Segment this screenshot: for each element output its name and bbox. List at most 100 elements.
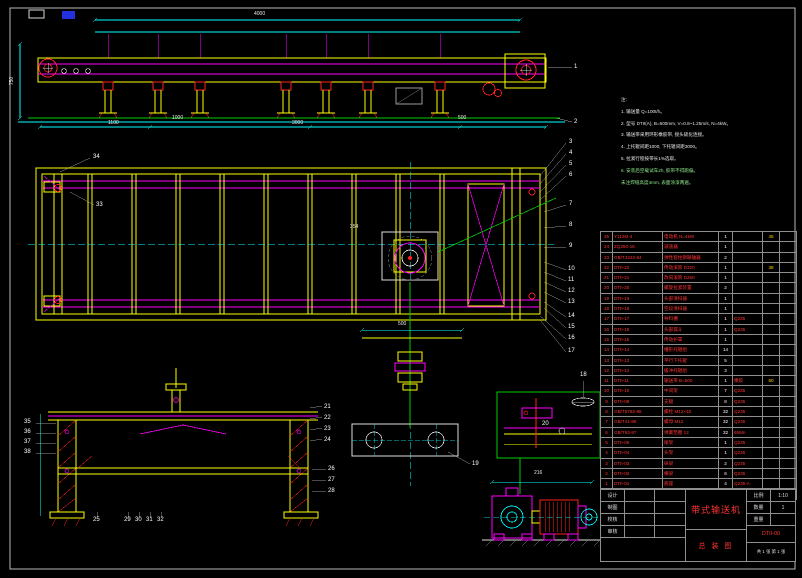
parts-list-cell: 1 xyxy=(718,436,733,449)
parts-list-cell xyxy=(762,292,780,305)
title-block-cell xyxy=(601,538,686,562)
parts-list-cell: Q235-A xyxy=(732,478,763,490)
parts-list-cell: GB/T93-87 xyxy=(612,426,663,438)
parts-list-cell: 1 xyxy=(718,313,733,325)
parts-list-cell: 7 xyxy=(600,416,613,428)
qty-label: 数量 xyxy=(747,502,771,514)
parts-list-cell: DTII-20 xyxy=(612,282,663,294)
parts-list-cell xyxy=(762,354,780,366)
parts-list-cell xyxy=(732,364,763,377)
parts-list-cell xyxy=(779,251,797,263)
parts-list-cell xyxy=(779,303,797,315)
parts-list-cell: DTII-11 xyxy=(612,375,663,387)
parts-list-cell: 纵梁 xyxy=(662,457,719,469)
parts-list-cell: ZQ250-16 xyxy=(612,241,663,253)
parts-list-cell: DTII-22 xyxy=(612,261,663,274)
parts-list-cell: 25 xyxy=(600,230,613,243)
parts-list-cell: Q235 xyxy=(732,467,763,480)
parts-list-cell xyxy=(732,303,763,315)
parts-list-cell: 3 xyxy=(718,364,733,377)
parts-list-cell: Q235 xyxy=(732,323,763,335)
parts-list-cell: 中间架 xyxy=(662,385,719,397)
parts-list-cell: 弹性套柱销联轴器 xyxy=(662,251,719,263)
note-line: 注: xyxy=(621,97,627,102)
parts-list-cell: Y112M-4 xyxy=(612,230,663,243)
parts-list-cell: 槽形托辊组 xyxy=(662,344,719,356)
parts-list-cell xyxy=(732,241,763,253)
parts-list-cell xyxy=(779,375,797,387)
parts-list-cell xyxy=(762,364,780,377)
parts-list-cell: Q235 xyxy=(732,406,763,418)
parts-list-cell: 螺母 M12 xyxy=(662,416,719,428)
parts-list-cell: 8 xyxy=(600,406,613,418)
parts-list-cell xyxy=(779,230,797,243)
parts-list-cell xyxy=(779,478,797,490)
parts-list-cell: 1 xyxy=(718,241,733,253)
parts-list-cell: GB/T4323-84 xyxy=(612,251,663,263)
parts-list-cell xyxy=(732,261,763,274)
parts-list-cell: 1 xyxy=(718,323,733,335)
parts-list-cell: Q235 xyxy=(732,313,763,325)
parts-list-cell: 2 xyxy=(600,467,613,480)
parts-list-cell xyxy=(779,457,797,469)
parts-list-cell: 1 xyxy=(718,333,733,346)
parts-list-cell: 15 xyxy=(600,333,613,346)
parts-list-cell xyxy=(779,406,797,418)
parts-list-cell: DTII-17 xyxy=(612,313,663,325)
parts-list-cell: 平行下托辊 xyxy=(662,354,719,366)
parts-list-cell: DTII-09 xyxy=(612,395,663,408)
parts-list-cell xyxy=(779,272,797,284)
parts-list-cell: 17 xyxy=(600,313,613,325)
parts-list-cell: 支腿 xyxy=(662,395,719,408)
parts-list-cell: DTII-03 xyxy=(612,457,663,469)
parts-list-cell: 24 xyxy=(600,241,613,253)
parts-list-cell xyxy=(779,364,797,377)
parts-list-cell xyxy=(779,241,797,253)
parts-list-cell: 8 xyxy=(718,395,733,408)
parts-list-cell xyxy=(732,251,763,263)
parts-list-cell xyxy=(762,478,780,490)
parts-list-cell xyxy=(732,230,763,243)
parts-list-cell: DTII-21 xyxy=(612,272,663,284)
parts-list-cell: 14 xyxy=(600,344,613,356)
parts-list-cell: 22 xyxy=(600,261,613,274)
parts-list-cell: 12 xyxy=(600,364,613,377)
parts-list-cell: 电动机 N=4kW xyxy=(662,230,719,243)
parts-list-cell: Q235 xyxy=(732,416,763,428)
parts-list-cell xyxy=(762,303,780,315)
title-block-cell xyxy=(625,526,655,538)
parts-list-cell xyxy=(779,426,797,438)
title-block: 设计 制图 校核 审核 带式输送机 总 装 图 比例 1:10 数量 1 重量 … xyxy=(600,489,796,562)
parts-list-cell xyxy=(732,282,763,294)
parts-list-cell xyxy=(779,344,797,356)
scale-label: 比例 xyxy=(747,490,771,502)
parts-list-cell xyxy=(762,251,780,263)
parts-list-cell xyxy=(762,457,780,469)
parts-list-cell xyxy=(779,385,797,397)
note-line: 2. 型号 DTII(A), B=500mm, V=0.8~1.25m/s, N… xyxy=(621,120,732,126)
note-line: 4. 上托辊间距1000, 下托辊间距3000。 xyxy=(621,144,700,150)
parts-list-cell: Q235 xyxy=(732,395,763,408)
parts-list-cell: 20 xyxy=(600,282,613,294)
parts-list-cell: 缓冲托辊组 xyxy=(662,364,719,377)
parts-list-cell: 2 xyxy=(718,251,733,263)
parts-list-cell xyxy=(779,395,797,408)
title-block-cell xyxy=(625,490,655,502)
parts-list-cell: 60 xyxy=(762,375,780,387)
parts-list-cell: GB/T41-86 xyxy=(612,416,663,428)
parts-list-cell: 橡胶 xyxy=(732,375,763,387)
parts-list-cell: DTII-15 xyxy=(612,333,663,346)
